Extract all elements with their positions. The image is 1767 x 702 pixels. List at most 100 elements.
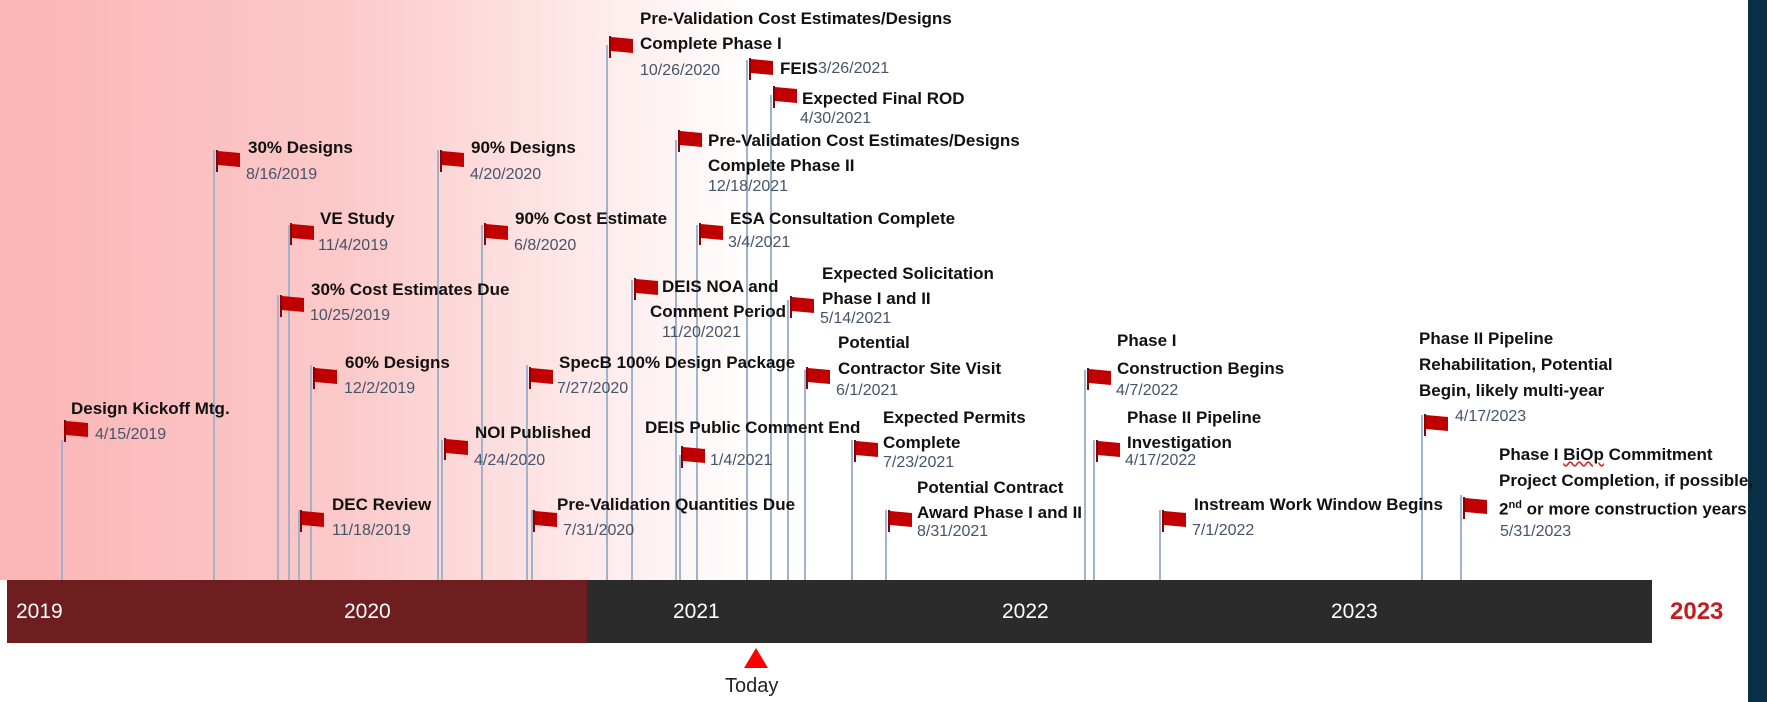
milestone-stem bbox=[441, 440, 443, 580]
milestone-title-line2: Phase I and II bbox=[822, 289, 931, 308]
milestone-stem bbox=[770, 95, 772, 580]
milestone-date: 11/4/2019 bbox=[318, 237, 388, 254]
milestone-stem bbox=[526, 365, 528, 580]
milestone-stem bbox=[804, 370, 806, 580]
milestone-date: 4/30/2021 bbox=[800, 110, 872, 127]
flag-icon bbox=[678, 130, 702, 152]
year-label-2023: 2023 bbox=[1331, 600, 1378, 623]
milestone-date: 10/25/2019 bbox=[310, 307, 391, 324]
milestone-stem bbox=[213, 150, 215, 580]
milestone-title: Expected Final ROD bbox=[802, 89, 965, 108]
milestone-title: 90% Designs bbox=[471, 138, 576, 157]
past-period-background bbox=[0, 0, 760, 580]
flag-icon bbox=[699, 223, 723, 245]
milestone-date: 7/23/2021 bbox=[883, 454, 955, 471]
flag-icon bbox=[749, 58, 773, 80]
flag-icon bbox=[634, 278, 658, 300]
milestone-title-line2: Project Completion, if possible, bbox=[1499, 471, 1754, 490]
flag-icon bbox=[300, 510, 324, 532]
milestone-title: Expected Permits bbox=[883, 408, 1026, 427]
milestone-title: Pre-Validation Cost Estimates/Designs bbox=[640, 9, 952, 28]
milestone-date: 1/4/2021 bbox=[710, 452, 773, 469]
milestone-title-line2: Contractor Site Visit bbox=[838, 359, 1002, 378]
milestone-stem bbox=[481, 225, 483, 580]
flag-icon bbox=[533, 510, 557, 532]
flag-icon bbox=[1096, 440, 1120, 462]
milestone-title: Pre-Validation Quantities Due bbox=[557, 495, 796, 514]
milestone-title-line3: Begin, likely multi-year bbox=[1419, 381, 1605, 400]
timeline-past-segment bbox=[7, 580, 587, 643]
milestone-title: 90% Cost Estimate bbox=[515, 209, 668, 228]
milestone-stem bbox=[696, 225, 698, 580]
milestone-title: Instream Work Window Begins bbox=[1194, 495, 1443, 514]
milestone-title: 60% Designs bbox=[345, 353, 450, 372]
flag-icon bbox=[888, 510, 912, 532]
milestone-title-line2: Complete Phase II bbox=[708, 156, 855, 175]
milestone-date: 12/18/2021 bbox=[708, 178, 789, 195]
milestone-date: 3/26/2021 bbox=[818, 60, 890, 77]
year-label-2021: 2021 bbox=[673, 600, 720, 623]
milestone-stem bbox=[298, 510, 300, 580]
milestone-date: 8/16/2019 bbox=[246, 166, 318, 183]
milestone-date: 8/31/2021 bbox=[917, 523, 989, 540]
flag-icon bbox=[1424, 414, 1448, 436]
milestone-title: Potential bbox=[838, 333, 910, 352]
year-label-2019: 2019 bbox=[16, 600, 63, 623]
today-triangle-icon bbox=[744, 648, 768, 668]
milestone-title: Phase I bbox=[1117, 331, 1177, 350]
milestone-title: DEIS NOA and bbox=[662, 277, 779, 296]
flag-icon bbox=[484, 223, 508, 245]
flag-icon bbox=[64, 420, 88, 442]
milestone-title: 30% Cost Estimates Due bbox=[311, 280, 510, 299]
milestone-date: 3/4/2021 bbox=[728, 234, 791, 251]
milestone-title: Expected Solicitation bbox=[822, 264, 994, 283]
milestone-date: 4/15/2019 bbox=[95, 426, 167, 443]
milestone-date: 5/14/2021 bbox=[820, 310, 892, 327]
today-label: Today bbox=[725, 675, 779, 697]
year-label-2022: 2022 bbox=[1002, 600, 1049, 623]
flag-icon bbox=[681, 446, 705, 468]
milestone-title: DEC Review bbox=[332, 495, 432, 514]
milestone-stem bbox=[61, 440, 63, 580]
milestone-stem bbox=[437, 150, 439, 580]
milestone-date: 6/1/2021 bbox=[836, 382, 899, 399]
milestone-date: 12/2/2019 bbox=[344, 380, 416, 397]
milestone-title: Pre-Validation Cost Estimates/Designs bbox=[708, 131, 1020, 150]
flag-icon bbox=[290, 223, 314, 245]
milestone-date: 4/20/2020 bbox=[470, 166, 542, 183]
milestone-date: 5/31/2023 bbox=[1500, 523, 1572, 540]
milestone-date: 4/17/2022 bbox=[1125, 452, 1197, 469]
flag-icon bbox=[609, 36, 633, 58]
milestone-stem bbox=[531, 510, 533, 580]
milestone-title: NOI Published bbox=[475, 423, 592, 442]
milestone-title: ESA Consultation Complete bbox=[730, 209, 956, 228]
milestone-title-line2: Comment Period bbox=[650, 302, 787, 321]
milestone-title-line3: 2nd or more construction years bbox=[1499, 499, 1747, 519]
milestone-stem bbox=[675, 140, 677, 580]
milestone-title-line2: Rehabilitation, Potential bbox=[1419, 355, 1613, 374]
milestone-date: 11/20/2021 bbox=[662, 324, 741, 341]
milestone-title: 30% Designs bbox=[248, 138, 353, 157]
right-edge-bar bbox=[1748, 0, 1767, 702]
milestone-date: 7/27/2020 bbox=[557, 380, 629, 397]
milestone-title: Potential Contract bbox=[917, 478, 1064, 497]
milestone-title: DEIS Public Comment End bbox=[645, 418, 861, 437]
milestone-title: FEIS bbox=[780, 59, 818, 78]
milestone-title: Phase II Pipeline bbox=[1419, 329, 1554, 348]
flag-icon bbox=[444, 438, 468, 460]
milestone-stem bbox=[277, 295, 279, 580]
milestone-date: 10/26/2020 bbox=[640, 62, 721, 79]
flag-icon bbox=[529, 367, 553, 389]
milestone-date: 11/18/2019 bbox=[332, 522, 411, 539]
milestone-stem bbox=[310, 365, 312, 580]
flag-icon bbox=[1087, 368, 1111, 390]
milestone-stem bbox=[885, 510, 887, 580]
milestone-stem bbox=[1159, 510, 1161, 580]
flag-icon bbox=[790, 296, 814, 318]
milestone-stem bbox=[679, 455, 681, 580]
milestone-title-line2: Investigation bbox=[1127, 433, 1232, 452]
milestone-title-line2: Award Phase I and II bbox=[917, 503, 1083, 522]
milestone-stem bbox=[1460, 495, 1462, 580]
flag-icon bbox=[1463, 497, 1487, 519]
milestone-title: SpecB 100% Design Package bbox=[559, 353, 796, 372]
